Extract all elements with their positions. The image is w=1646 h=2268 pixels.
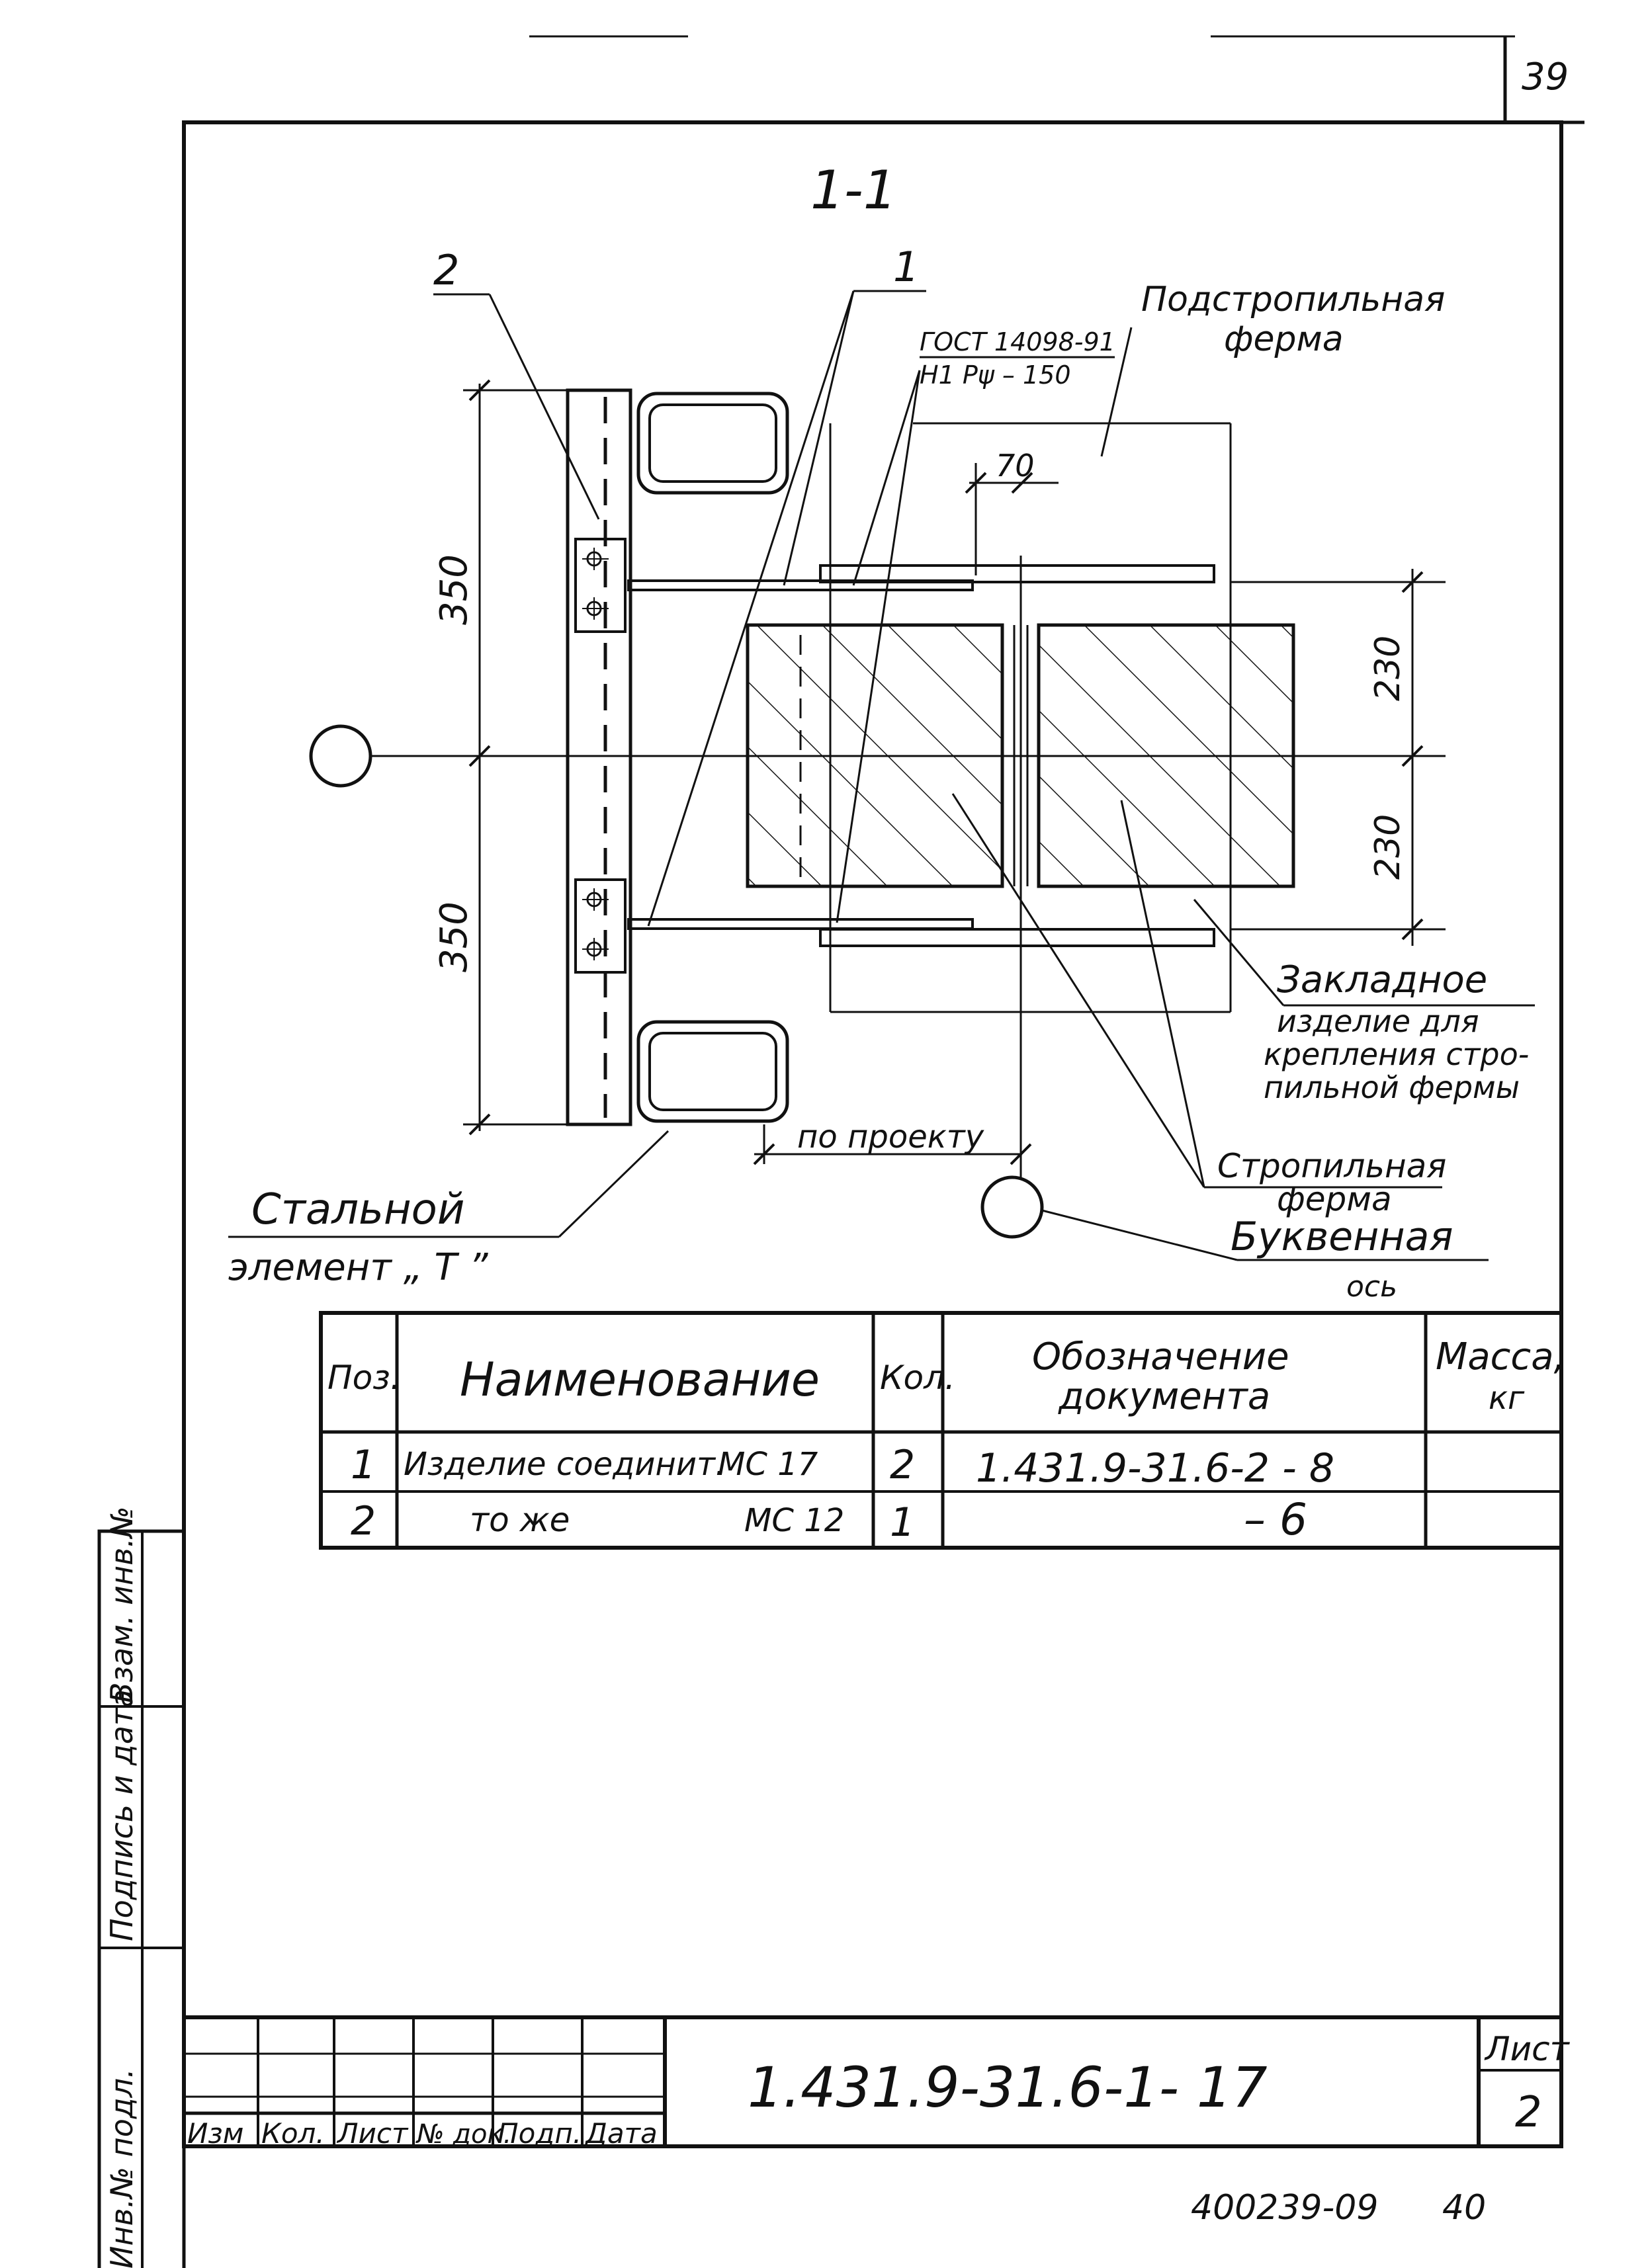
weld-standard: ГОСТ 14098-91 (920, 327, 1115, 357)
embedded-label-4: пильной фермы (1264, 1070, 1520, 1105)
callout-pos2: 2 (433, 246, 459, 294)
embedded-label-2: изделие для (1277, 1003, 1479, 1039)
row1-doc: 1.431.9-31.6-2 - 8 (976, 1445, 1334, 1491)
dim-350-upper: 350 (433, 554, 476, 625)
tb-designation: 1.431.9-31.6-1- 17 (748, 2055, 1268, 2120)
section-label: 1-1 (810, 159, 897, 221)
letter-axis-label-2: ось (1346, 1270, 1397, 1304)
steel-element-t (566, 388, 632, 1126)
lower-connecting-rod (627, 918, 974, 930)
upper-bolt-plate (574, 538, 627, 633)
specification-table (319, 1311, 1563, 1550)
embedded-label-1: Закладное (1277, 958, 1487, 1001)
stamp-sign-date: Подпись и дата (104, 1689, 140, 1941)
tb-sheet-value: 2 (1515, 2088, 1542, 2137)
lower-embedded-plate (819, 928, 1215, 947)
th-mass-2: кг (1489, 1380, 1525, 1417)
dimension-70 (965, 463, 1059, 575)
weld-designation: Н1 Рψ – 150 (920, 360, 1071, 390)
table-row: 1 Изделие соединит. МС 17 2 1.431.9-31.6… (351, 1442, 1334, 1491)
rafter-label-1: Стропильная (1217, 1147, 1446, 1185)
row2-pos: 2 (351, 1498, 376, 1544)
th-doc-1: Обозначение (1032, 1335, 1289, 1378)
row2-name: то же (470, 1501, 570, 1539)
title-block (184, 2015, 1561, 2146)
row2-mark: МС 12 (744, 1502, 844, 1539)
row2-qty: 1 (890, 1499, 915, 1546)
th-doc-2: документа (1058, 1375, 1270, 1418)
lower-tube-section (636, 1020, 789, 1123)
letter-axis-label-1: Буквенная (1231, 1214, 1453, 1260)
th-pos: Поз. (327, 1359, 401, 1397)
dim-230-lower: 230 (1368, 814, 1408, 880)
row2-doc: – 6 (1244, 1494, 1307, 1545)
top-sheet-number-box: 39 (1503, 36, 1584, 124)
upper-tube-section (636, 392, 789, 495)
rafter-label-2: ферма (1277, 1180, 1392, 1218)
row1-name: Изделие соединит. (404, 1446, 725, 1483)
row1-qty: 2 (890, 1442, 915, 1488)
dimension-left (463, 379, 569, 1136)
row1-pos: 1 (351, 1442, 376, 1488)
embedded-label-3: крепления стро- (1264, 1036, 1529, 1072)
sub-truss-label-2: ферма (1224, 319, 1344, 359)
stamp-replace-inv: Взам. инв.№ (104, 1506, 140, 1703)
th-qty: Кол. (880, 1359, 955, 1397)
dimension-right (1231, 569, 1446, 946)
upper-connecting-rod (627, 579, 974, 591)
footer-note-left: 400239-09 (1191, 2188, 1378, 2228)
steel-element-label-2: элемент „ Т ” (228, 1246, 489, 1289)
dim-230-upper: 230 (1368, 636, 1408, 701)
dim-350-lower: 350 (433, 902, 476, 972)
stamp-inv-orig: Инв.№ подл. (104, 2068, 140, 2268)
dim-70: 70 (996, 448, 1035, 483)
tb-col-qty: Кол. (261, 2117, 325, 2150)
dimension-per-project (753, 1124, 1032, 1165)
tb-col-sign: Подп. (498, 2117, 582, 2150)
tb-col-date: Дата (584, 2117, 658, 2150)
upper-embedded-plate (819, 564, 1215, 583)
per-project-label: по проекту (797, 1118, 984, 1155)
sub-truss-label-1: Подстропильная (1141, 280, 1445, 319)
th-mass-1: Масса, (1436, 1335, 1565, 1378)
side-stamp (97, 1529, 186, 2268)
table-row: 2 то же МС 12 1 – 6 (351, 1494, 1307, 1546)
drawing-frame (182, 120, 1563, 2148)
th-name: Наименование (460, 1353, 820, 1407)
callout-pos1: 1 (893, 243, 919, 291)
lower-bolt-plate (574, 878, 627, 974)
top-sheet-number: 39 (1522, 56, 1569, 99)
steel-element-label-1: Стальной (251, 1185, 464, 1234)
axis-bubble-bottom (980, 1175, 1044, 1239)
axis-bubble-left (309, 724, 372, 788)
tb-sheet-label: Лист (1484, 2030, 1571, 2068)
tb-col-docno: № док. (415, 2119, 511, 2150)
row1-mark: МС 17 (718, 1446, 818, 1483)
tb-col-change: Изм (187, 2117, 243, 2150)
section-drawing (228, 290, 1535, 1261)
footer-note-right: 40 (1442, 2188, 1486, 2228)
leader-lines (228, 290, 1535, 1261)
tb-col-sheet: Лист (336, 2117, 409, 2150)
